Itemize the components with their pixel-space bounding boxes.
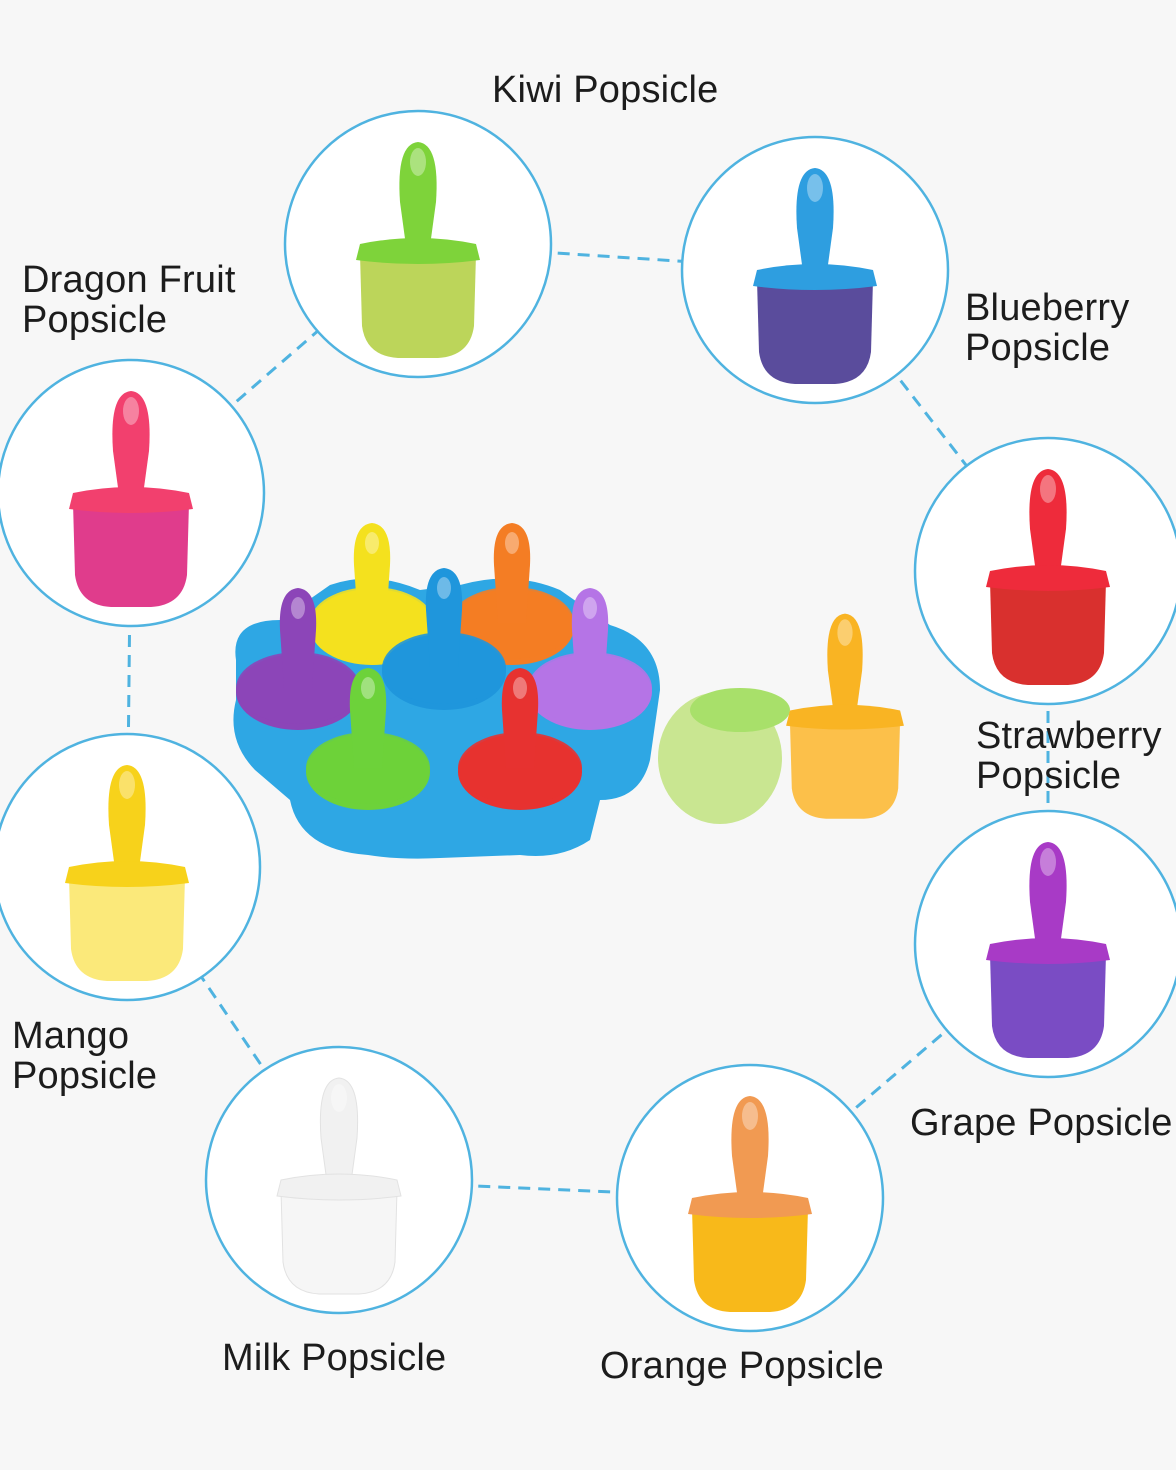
milk-popsicle-stick [319, 1077, 359, 1183]
strawberry-popsicle-body [990, 581, 1106, 685]
tray-popsicle-stick-highlight [365, 532, 379, 554]
tray-popsicle [382, 568, 506, 710]
tray-popsicle-stick-highlight [361, 677, 375, 699]
dragon-fruit-circle [0, 358, 266, 628]
loose-popsicle-green [658, 688, 790, 824]
milk-popsicle-body [280, 1189, 398, 1295]
dragon-fruit-popsicle-image [69, 391, 193, 607]
tray-popsicle-stick-highlight [583, 597, 597, 619]
kiwi-popsicle-stick-highlight [410, 148, 426, 176]
tray-popsicle-stick [279, 588, 317, 688]
kiwi-popsicle-cap [356, 238, 480, 264]
mango-popsicle-stick-highlight [119, 771, 135, 799]
kiwi-circle [283, 109, 553, 379]
strawberry-popsicle-stick [1029, 469, 1067, 573]
orange-popsicle-stick [731, 1096, 769, 1200]
tray-popsicle [236, 588, 360, 730]
blueberry-circle [680, 135, 950, 405]
orange-label-line: Orange Popsicle [600, 1345, 884, 1387]
grape-popsicle-cap [986, 938, 1110, 964]
mango-popsicle-image [65, 765, 189, 981]
mango-popsicle-stick [108, 765, 146, 869]
tray-popsicle-stick-highlight [437, 577, 451, 599]
blueberry-label-line: Blueberry [965, 287, 1130, 329]
milk-label-line: Milk Popsicle [222, 1337, 447, 1379]
loose-popsicle-orange-body [789, 720, 901, 819]
strawberry-circle [913, 436, 1176, 706]
kiwi-popsicle-body [360, 254, 476, 358]
orange-popsicle-cap [688, 1192, 812, 1218]
mango-popsicle-cap [65, 861, 189, 887]
strawberry-label-line: Popsicle [976, 755, 1122, 797]
kiwi-popsicle-image [356, 142, 480, 358]
dragon-fruit-popsicle-cap [69, 487, 193, 513]
blueberry-popsicle-body [757, 280, 873, 384]
tray-popsicle-stick-highlight [513, 677, 527, 699]
dragon-fruit-popsicle-stick-highlight [123, 397, 139, 425]
milk-label: Milk Popsicle [222, 1338, 446, 1378]
grape-popsicle-stick-highlight [1040, 848, 1056, 876]
grape-popsicle-image [986, 842, 1110, 1058]
milk-circle [204, 1045, 474, 1315]
dragon-fruit-label-line: Dragon Fruit [22, 259, 236, 301]
dragon-fruit-popsicle-body [73, 503, 189, 607]
mango-label-line: Popsicle [12, 1055, 158, 1097]
blueberry-popsicle-image [753, 168, 877, 384]
strawberry-label-line: Strawberry [976, 715, 1162, 757]
orange-label: Orange Popsicle [600, 1346, 884, 1386]
grape-circle [913, 809, 1176, 1079]
mango-circle [0, 732, 262, 1002]
tray-popsicle-stick [501, 668, 539, 768]
orange-popsicle-body [692, 1208, 808, 1312]
tray-popsicle-stick [425, 568, 463, 668]
blueberry-label-line: Popsicle [965, 327, 1111, 369]
orange-popsicle-image [688, 1096, 812, 1312]
popsicle-mold-tray [233, 523, 904, 859]
blueberry-popsicle-stick-highlight [807, 174, 823, 202]
loose-popsicle-green-cap [690, 688, 790, 732]
loose-popsicle-orange [786, 613, 904, 819]
grape-popsicle-body [990, 954, 1106, 1058]
tray-popsicle-stick-highlight [505, 532, 519, 554]
milk-popsicle-cap [276, 1173, 402, 1201]
mango-popsicle-body [69, 877, 185, 981]
tray-popsicle-stick [353, 523, 391, 623]
tray-popsicle-stick [349, 668, 387, 768]
loose-popsicle-orange-cap [786, 704, 904, 730]
kiwi-popsicle-stick [399, 142, 437, 246]
grape-label-line: Grape Popsicle [910, 1102, 1173, 1144]
flavor-circles [0, 109, 1176, 1333]
loose-popsicle-orange-stick [827, 613, 863, 713]
orange-circle [615, 1063, 885, 1333]
tray-popsicle [458, 668, 582, 810]
tray-popsicle [528, 588, 652, 730]
kiwi-label: Kiwi Popsicle [492, 70, 718, 110]
dragon-fruit-label-line: Popsicle [22, 299, 168, 341]
loose-popsicle-orange-stick-highlight [837, 619, 853, 646]
grape-label: Grape Popsicle [910, 1103, 1173, 1143]
strawberry-popsicle-cap [986, 565, 1110, 591]
strawberry-popsicle-image [986, 469, 1110, 685]
dragon-fruit-popsicle-stick [112, 391, 150, 495]
tray-popsicle [306, 668, 430, 810]
mango-label-line: Mango [12, 1015, 130, 1057]
kiwi-label-line: Kiwi Popsicle [492, 69, 719, 111]
milk-popsicle-image [276, 1077, 402, 1295]
blueberry-popsicle-cap [753, 264, 877, 290]
tray-popsicle-stick-highlight [291, 597, 305, 619]
strawberry-popsicle-stick-highlight [1040, 475, 1056, 503]
milk-popsicle-stick-highlight [331, 1084, 347, 1112]
tray-popsicle-stick [493, 523, 531, 623]
orange-popsicle-stick-highlight [742, 1102, 758, 1130]
tray-popsicle-stick [571, 588, 609, 688]
grape-popsicle-stick [1029, 842, 1067, 946]
blueberry-popsicle-stick [796, 168, 834, 272]
